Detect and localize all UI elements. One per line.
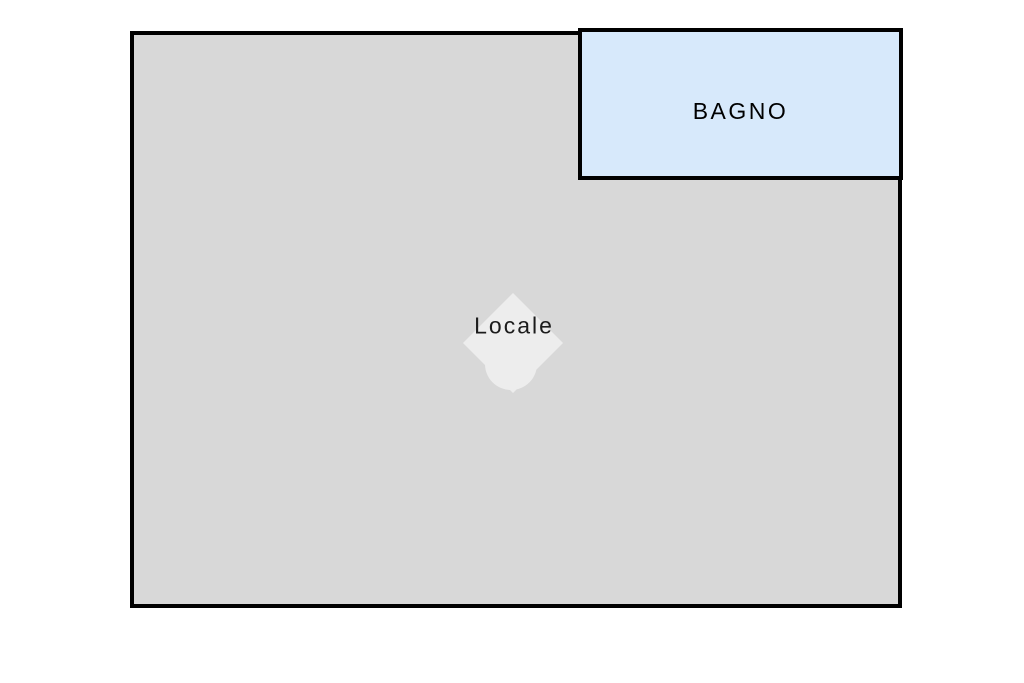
room-label-locale: Locale — [474, 312, 554, 339]
room-label-bagno: BAGNO — [692, 97, 789, 124]
room-bagno: BAGNO — [578, 28, 903, 180]
